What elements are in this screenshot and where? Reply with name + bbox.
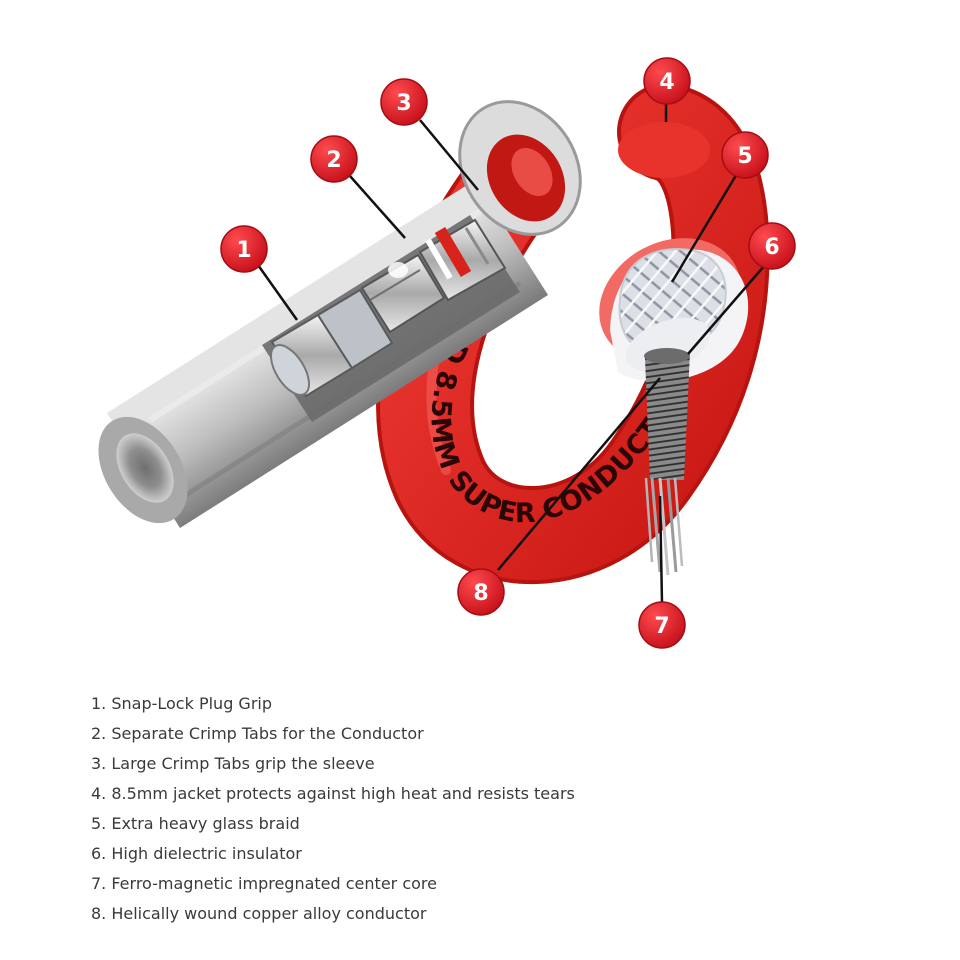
callout-6: 6 xyxy=(748,222,796,270)
callout-number-2: 2 xyxy=(326,148,341,173)
leader-lines xyxy=(256,104,766,604)
leader-line-2 xyxy=(349,175,406,239)
callout-number-8: 8 xyxy=(473,581,488,606)
leader-line-1 xyxy=(256,264,299,321)
leader-line-8 xyxy=(497,377,661,571)
callout-5: 5 xyxy=(721,131,769,179)
callout-number-7: 7 xyxy=(654,614,669,639)
legend-item-6: 6. High dielectric insulator xyxy=(91,844,302,863)
callout-4: 4 xyxy=(643,57,691,105)
jacket-tip xyxy=(618,122,710,178)
callout-8: 8 xyxy=(457,568,505,616)
spark-plug-wire-diagram: MSD 8.5MM SUPER CONDUCTOR SPARK PLUG WIR… xyxy=(0,0,796,649)
boot-cutaway-window xyxy=(262,215,520,422)
legend-item-7: 7. Ferro-magnetic impregnated center cor… xyxy=(91,874,437,893)
copper-conductor xyxy=(645,352,690,480)
callout-1: 1 xyxy=(220,225,268,273)
callout-7: 7 xyxy=(638,601,686,649)
callout-number-1: 1 xyxy=(236,238,251,263)
feature-legend: 1. Snap-Lock Plug Grip 2. Separate Crimp… xyxy=(91,693,575,933)
callout-number-6: 6 xyxy=(764,235,779,260)
leader-line-3 xyxy=(419,119,479,191)
wire-cutaway-end xyxy=(599,238,749,576)
callout-number-5: 5 xyxy=(737,144,752,169)
leader-line-6 xyxy=(687,264,766,355)
legend-item-3: 3. Large Crimp Tabs grip the sleeve xyxy=(91,754,375,773)
legend-item-4: 4. 8.5mm jacket protects against high he… xyxy=(91,784,575,803)
legend-item-2: 2. Separate Crimp Tabs for the Conductor xyxy=(91,724,424,743)
callout-3: 3 xyxy=(380,78,428,126)
leader-line-5 xyxy=(670,171,740,283)
legend-item-8: 8. Helically wound copper alloy conducto… xyxy=(91,904,427,923)
callout-number-4: 4 xyxy=(659,70,674,95)
legend-item-5: 5. Extra heavy glass braid xyxy=(91,814,300,833)
callout-2: 2 xyxy=(310,135,358,183)
callout-number-3: 3 xyxy=(396,91,411,116)
leader-line-7 xyxy=(658,495,664,604)
legend-item-1: 1. Snap-Lock Plug Grip xyxy=(91,694,273,713)
